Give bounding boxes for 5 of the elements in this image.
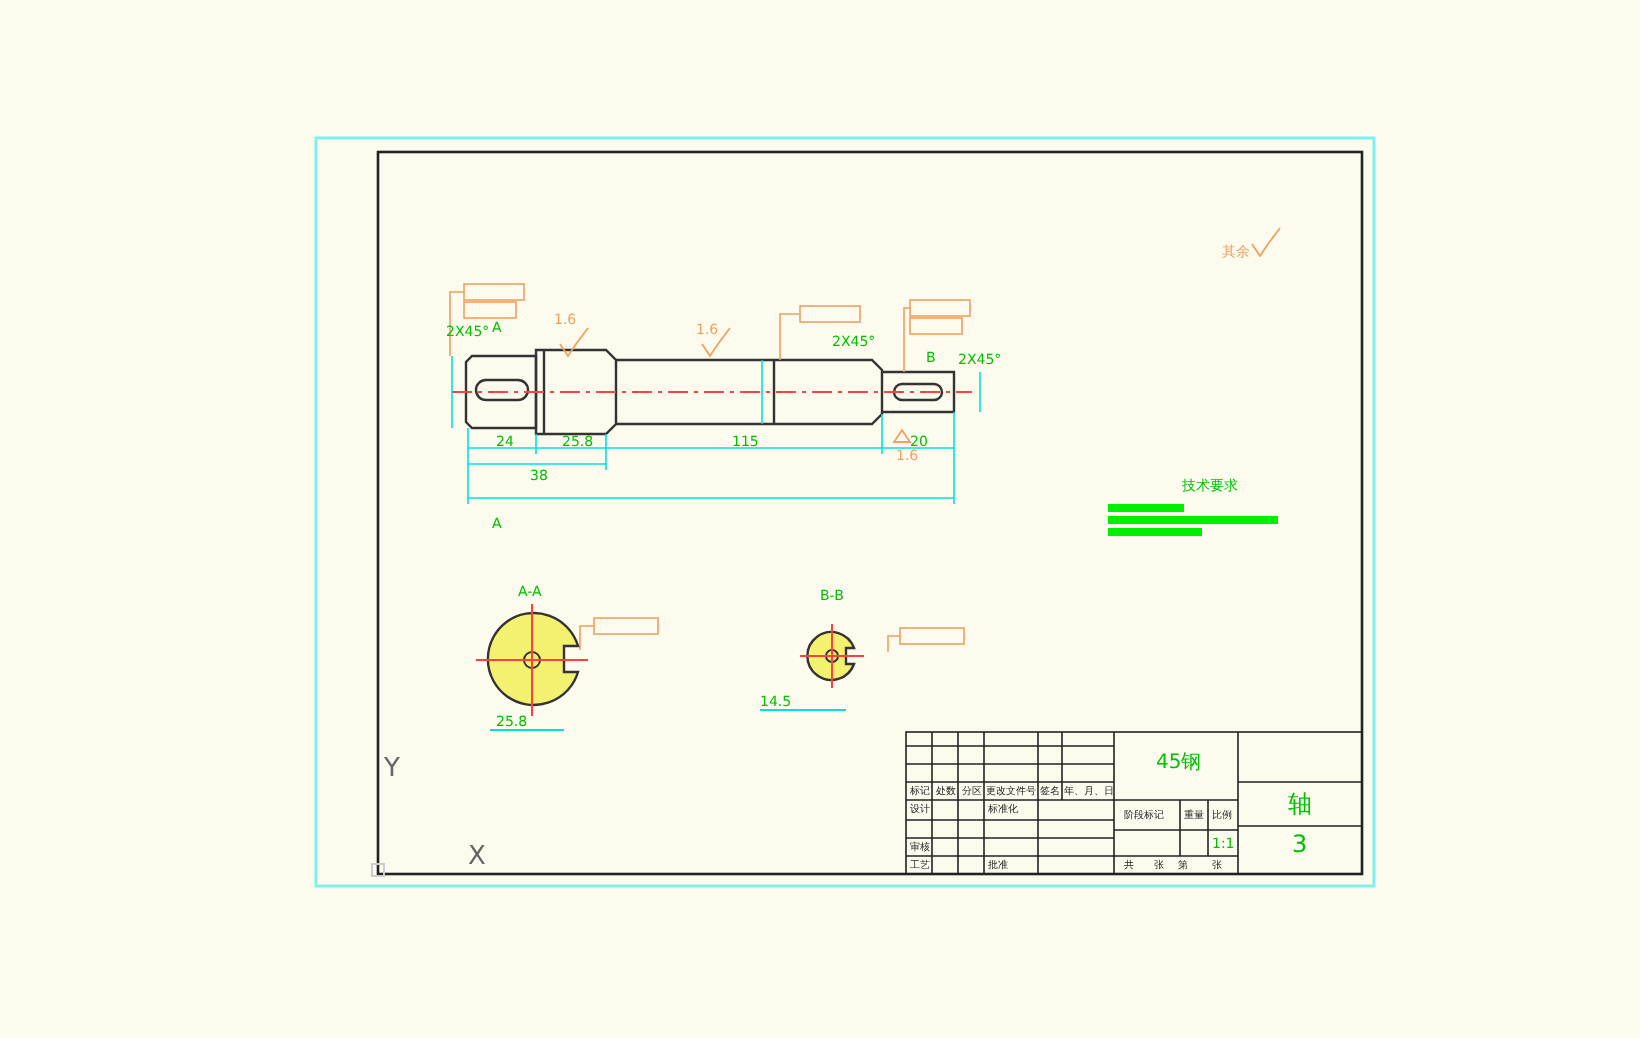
part-name: 轴 bbox=[1288, 792, 1312, 818]
axis-label: X bbox=[468, 844, 486, 872]
axis-label: Y bbox=[384, 756, 400, 784]
material-name: 45钢 bbox=[1156, 756, 1202, 772]
drawing-number: 3 bbox=[1292, 832, 1308, 858]
